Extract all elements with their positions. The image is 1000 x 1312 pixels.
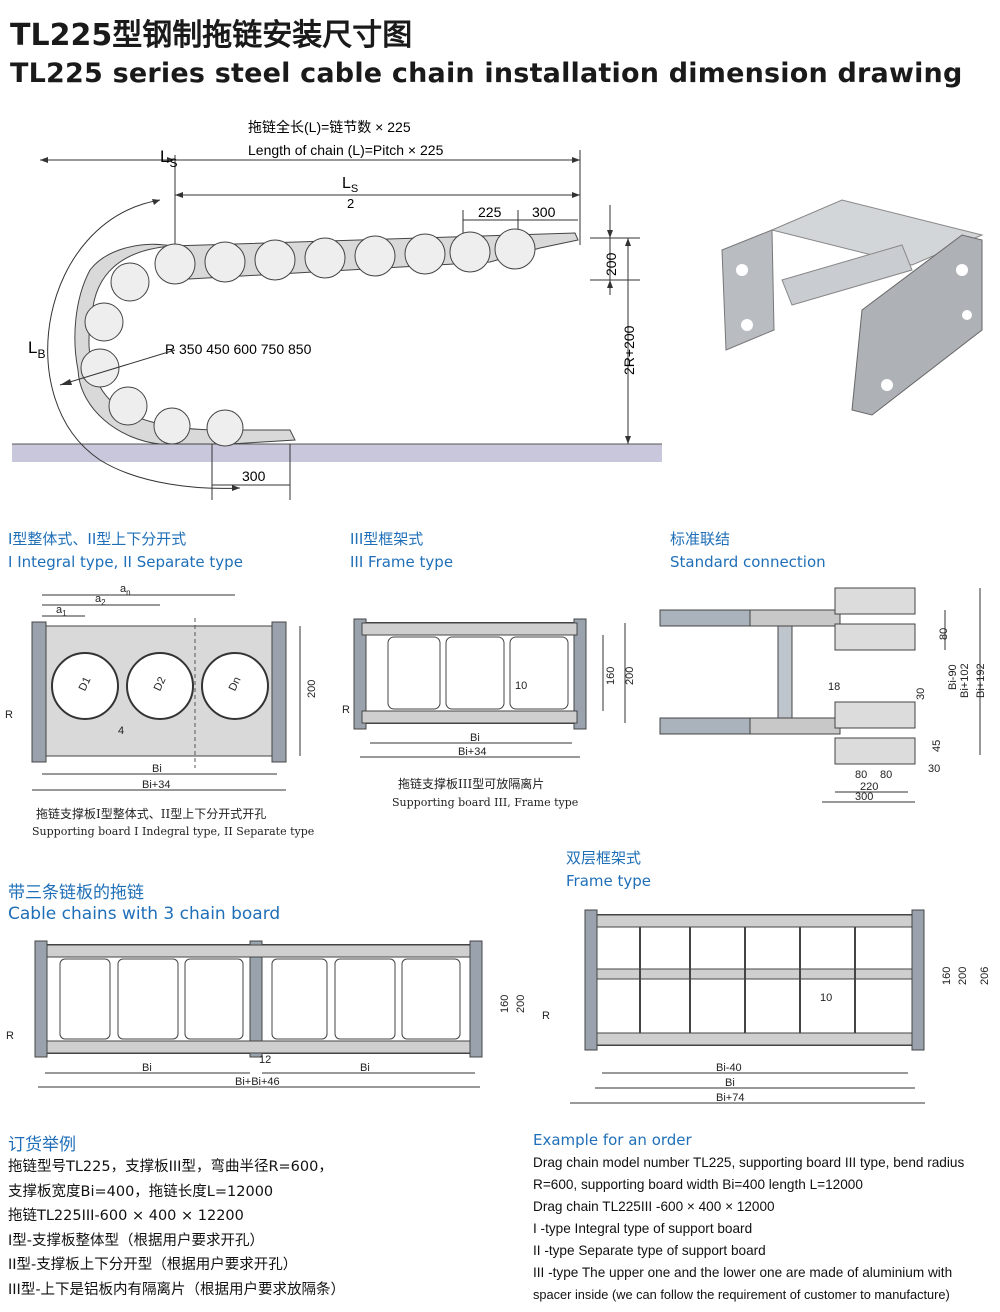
dim-300-top: 300	[532, 204, 556, 220]
dim-225: 225	[478, 204, 502, 220]
bi-left: Bi	[142, 1062, 152, 1074]
dim-206-double: 206	[979, 967, 991, 985]
r-integral: R	[5, 709, 13, 721]
page-title-cn: TL225型钢制拖链安装尺寸图	[10, 18, 413, 53]
bi-double: Bi	[725, 1077, 735, 1089]
dim-80v: 80	[938, 628, 950, 640]
integral-title-cn: I型整体式、II型上下分开式	[8, 530, 187, 548]
ls-label: LS	[160, 147, 177, 170]
integral-caption-en: Supporting board I Indegral type, II Sep…	[32, 825, 315, 838]
dim-300-bottom: 300	[242, 468, 266, 484]
order-title-cn: 订货举例	[8, 1135, 76, 1155]
total-three: Bi+Bi+46	[235, 1076, 280, 1088]
dim-200: 200	[603, 252, 619, 276]
r-frame: R	[342, 704, 350, 716]
frame-title-cn: III型框架式	[350, 530, 424, 548]
floor-band	[12, 444, 662, 462]
dim-80b: 80	[880, 769, 892, 781]
three-title-cn: 带三条链板的拖链	[8, 883, 144, 903]
bracket-photo	[721, 199, 984, 416]
connection-title-cn: 标准联结	[670, 530, 731, 548]
order-en-line: II -type Separate type of support board	[533, 1243, 766, 1258]
integral-caption-cn: 拖链支撑板I型整体式、II型上下分开式开孔	[36, 807, 267, 821]
bi74-double: Bi+74	[716, 1092, 744, 1104]
bi34-integral: Bi+34	[142, 779, 170, 791]
bi40-double: Bi-40	[716, 1062, 742, 1074]
order-cn-line: 支撑板宽度Bi=400，拖链长度L=12000	[8, 1183, 274, 1200]
frame-drawing: 10 160 200 R Bi Bi+34	[342, 618, 636, 758]
dim-bi90: Bi-90	[947, 664, 959, 690]
bi-right: Bi	[360, 1062, 370, 1074]
dim-30a: 30	[915, 688, 927, 700]
dim-18: 18	[828, 681, 840, 693]
integral-title-en: I Integral type, II Separate type	[8, 553, 243, 571]
lb-label: LB	[28, 338, 45, 361]
dim-300-conn: 300	[855, 791, 873, 803]
dim-220: 220	[860, 781, 878, 793]
bi-integral: Bi	[152, 763, 162, 775]
frame-title-en: III Frame type	[350, 553, 454, 571]
r-double: R	[542, 1010, 550, 1022]
dim-2r200: 2R+200	[621, 325, 637, 375]
dim-10-double: 10	[820, 992, 832, 1004]
dim-80a: 80	[855, 769, 867, 781]
three-chain-drawing: 160 200 R Bi 12 Bi Bi+Bi+46	[6, 940, 527, 1088]
dim-160-three: 160	[499, 995, 511, 1013]
double-title-en: Frame type	[566, 872, 652, 890]
chain-links	[74, 228, 579, 447]
order-en-line: Drag chain TL225III -600 × 400 × 12000	[533, 1199, 775, 1214]
order-en-line: Drag chain model number TL225, supportin…	[533, 1155, 965, 1170]
dim-160-frame: 160	[605, 667, 617, 685]
connection-drawing: 80 Bi-90 Bi+102 Bi+192 18 30 45 30 80 80…	[659, 587, 987, 803]
d2-label: D2	[152, 675, 169, 693]
order-en-lines: Drag chain model number TL225, supportin…	[533, 1152, 964, 1306]
a1-label: a1	[56, 604, 67, 618]
r-three: R	[6, 1030, 14, 1042]
dim-12: 12	[259, 1054, 271, 1066]
order-cn-line: III型-上下是铝板内有隔离片（根据用户要求放隔条）	[8, 1281, 346, 1298]
dim-10-frame: 10	[515, 680, 527, 692]
dim-4: 4	[118, 725, 124, 737]
order-cn-line: 拖链型号TL225，支撑板III型，弯曲半径R=600，	[8, 1159, 333, 1175]
dim-30b: 30	[928, 763, 940, 775]
dim-160-double: 160	[941, 967, 953, 985]
order-en-line: III -type The upper one and the lower on…	[533, 1265, 953, 1280]
frame-caption-en: Supporting board III, Frame type	[392, 796, 579, 809]
dim-bi192: Bi+192	[975, 663, 987, 698]
chain-length-en: Length of chain (L)=Pitch × 225	[248, 142, 444, 158]
order-title-en: Example for an order	[533, 1131, 692, 1149]
order-en-line: R=600, supporting board width Bi=400 len…	[533, 1177, 863, 1192]
dim-200-frame: 200	[624, 667, 636, 685]
dim-200-integral: 200	[306, 680, 318, 698]
frame-caption-cn: 拖链支撑板III型可放隔离片	[398, 777, 545, 791]
a2-label: a2	[95, 593, 106, 607]
main-chain-drawing: 拖链全长(L)=链节数 × 225 Length of chain (L)=Pi…	[12, 119, 662, 500]
integral-drawing: an a2 a1 D1 D2 Dn 4 200 R Bi Bi+34	[5, 583, 318, 791]
order-cn-line: 拖链TL225III-600 × 400 × 12200	[8, 1208, 244, 1224]
order-cn-line: II型-支撑板上下分开型（根据用户要求开孔）	[8, 1257, 298, 1273]
double-title-cn: 双层框架式	[566, 849, 642, 867]
page-title-en: TL225 series steel cable chain installat…	[10, 58, 963, 89]
order-cn-lines: 拖链型号TL225，支撑板III型，弯曲半径R=600， 支撑板宽度Bi=400…	[8, 1155, 345, 1302]
ls-half-den: 2	[347, 196, 354, 211]
order-en-line: spacer inside (we can follow the require…	[533, 1287, 950, 1302]
radius-label: R 350 450 600 750 850	[165, 341, 312, 357]
dim-200-double: 200	[957, 967, 969, 985]
d1-label: D1	[77, 675, 94, 693]
dim-200-three: 200	[515, 995, 527, 1013]
dim-45: 45	[931, 740, 943, 752]
order-cn-line: I型-支撑板整体型（根据用户要求开孔）	[8, 1232, 265, 1249]
bi34-frame: Bi+34	[458, 746, 486, 758]
an-label: an	[120, 583, 131, 597]
dn-label: Dn	[227, 675, 244, 693]
connection-title-en: Standard connection	[670, 553, 826, 571]
order-en-line: I -type Integral type of support board	[533, 1221, 753, 1236]
bi-frame: Bi	[470, 732, 480, 744]
double-frame-drawing: 10 160 200 206 R Bi-40 Bi Bi+74	[542, 909, 991, 1104]
chain-length-cn: 拖链全长(L)=链节数 × 225	[248, 119, 411, 135]
three-title-en: Cable chains with 3 chain board	[8, 904, 281, 924]
dim-bi102: Bi+102	[959, 663, 971, 698]
ls-half-label: LS	[342, 175, 358, 195]
